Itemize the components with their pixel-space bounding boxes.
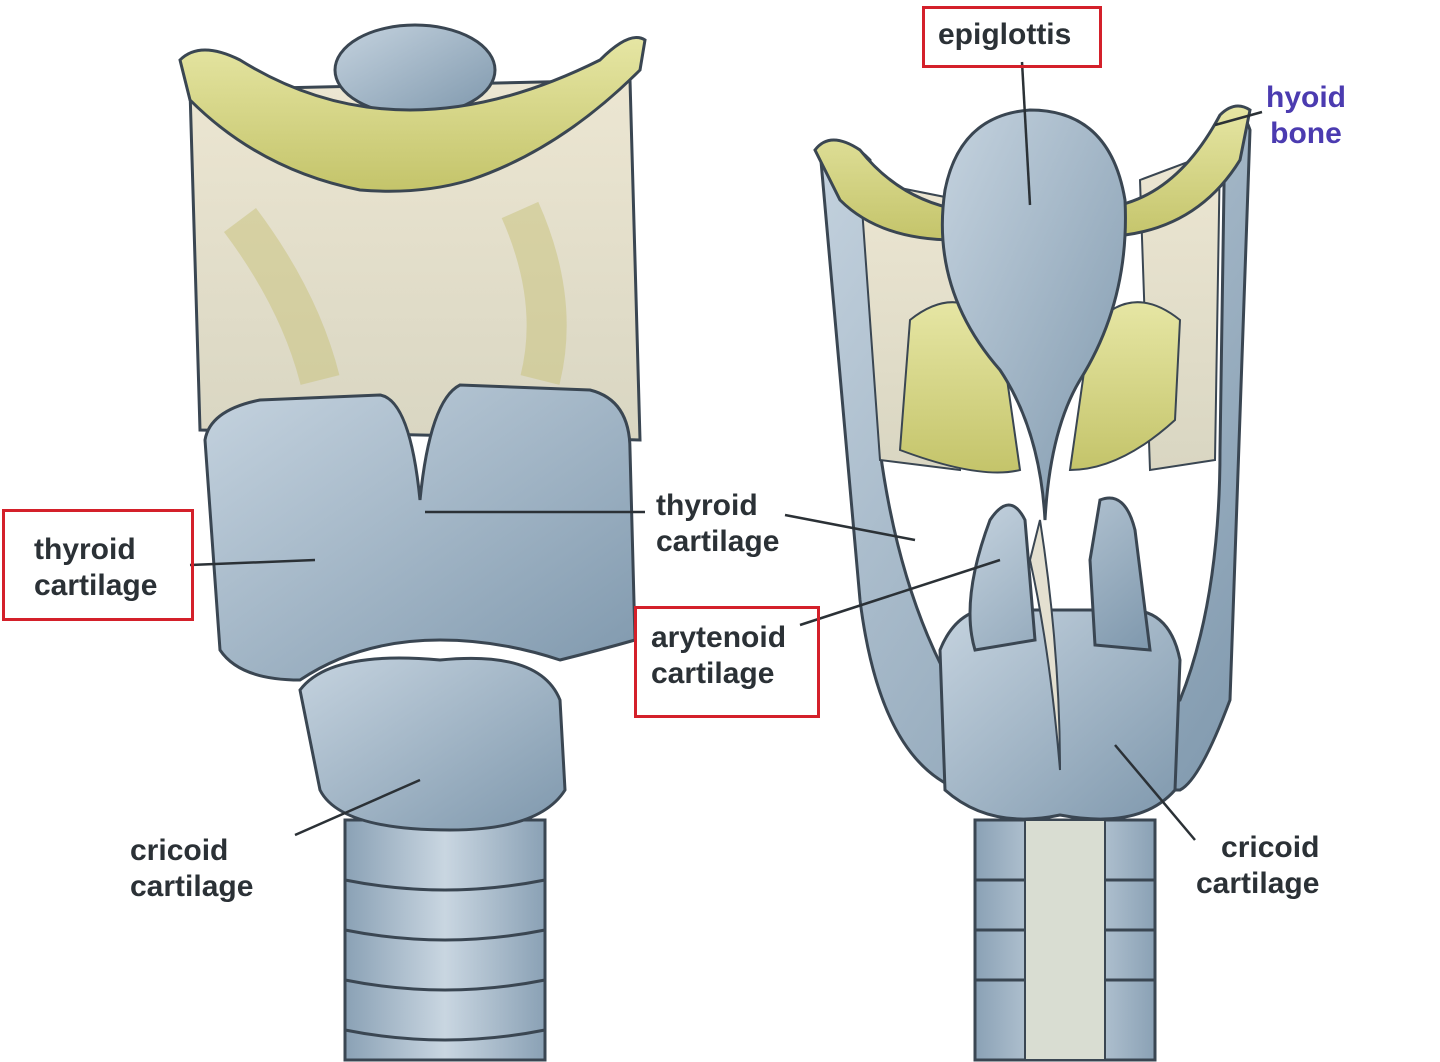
- leader-epiglottis: [1020, 61, 1032, 206]
- anterior-view: [178, 23, 647, 1062]
- thyroid-center-line2: cartilage: [656, 525, 780, 558]
- cricoid-cartilage-right-label: cricoid cartilage: [1196, 830, 1319, 902]
- anterior-thyroid-cartilage: [203, 383, 637, 682]
- cricoid-left-line2: cartilage: [130, 870, 254, 903]
- hyoid-label-line1: hyoid: [1266, 81, 1346, 114]
- leader-cricoid-right: [1114, 744, 1196, 841]
- posterior-view: [813, 104, 1252, 1062]
- epiglottis-label: epiglottis: [938, 17, 1071, 53]
- arytenoid-highlight-box: [634, 606, 820, 718]
- arytenoid-cartilage-label: arytenoid cartilage: [651, 620, 786, 692]
- anterior-trachea: [343, 818, 547, 1062]
- hyoid-label-line2: bone: [1270, 117, 1342, 150]
- thyroid-left-line2: cartilage: [34, 569, 158, 602]
- thyroid-center-line1: thyroid: [656, 489, 758, 522]
- leader-cricoid-left: [294, 778, 421, 837]
- posterior-hyoid-bone: [813, 104, 1252, 242]
- leader-lines: [189, 61, 1263, 841]
- thyroid-left-highlight-box: [2, 509, 194, 621]
- cricoid-cartilage-left-label: cricoid cartilage: [130, 833, 253, 905]
- arytenoid-line2: cartilage: [651, 657, 775, 690]
- posterior-trachea: [973, 818, 1157, 1062]
- posterior-arytenoid-cartilage: [968, 496, 1152, 652]
- arytenoid-line1: arytenoid: [651, 621, 787, 654]
- cricoid-left-line1: cricoid: [130, 834, 229, 867]
- leader-thyroid-center-right: [784, 513, 916, 542]
- anterior-hyoid-bone: [178, 36, 647, 193]
- cricoid-right-line2: cartilage: [1196, 867, 1320, 900]
- thyroid-cartilage-center-label: thyroid cartilage: [656, 488, 779, 560]
- posterior-epiglottis: [940, 108, 1127, 521]
- leader-hyoid: [1214, 110, 1263, 127]
- thyroid-left-line1: thyroid: [34, 533, 136, 566]
- anterior-cricoid-cartilage: [298, 656, 567, 832]
- leader-thyroid-left: [189, 558, 316, 567]
- epiglottis-highlight-box: [922, 6, 1102, 68]
- cricoid-right-line1: cricoid: [1221, 831, 1320, 864]
- leader-arytenoid: [799, 558, 1001, 627]
- epiglottis-label-text: epiglottis: [938, 18, 1072, 51]
- anterior-epiglottis-tip: [333, 23, 497, 117]
- hyoid-bone-label: hyoid bone: [1266, 80, 1346, 152]
- thyroid-cartilage-left-label: thyroid cartilage: [34, 532, 157, 604]
